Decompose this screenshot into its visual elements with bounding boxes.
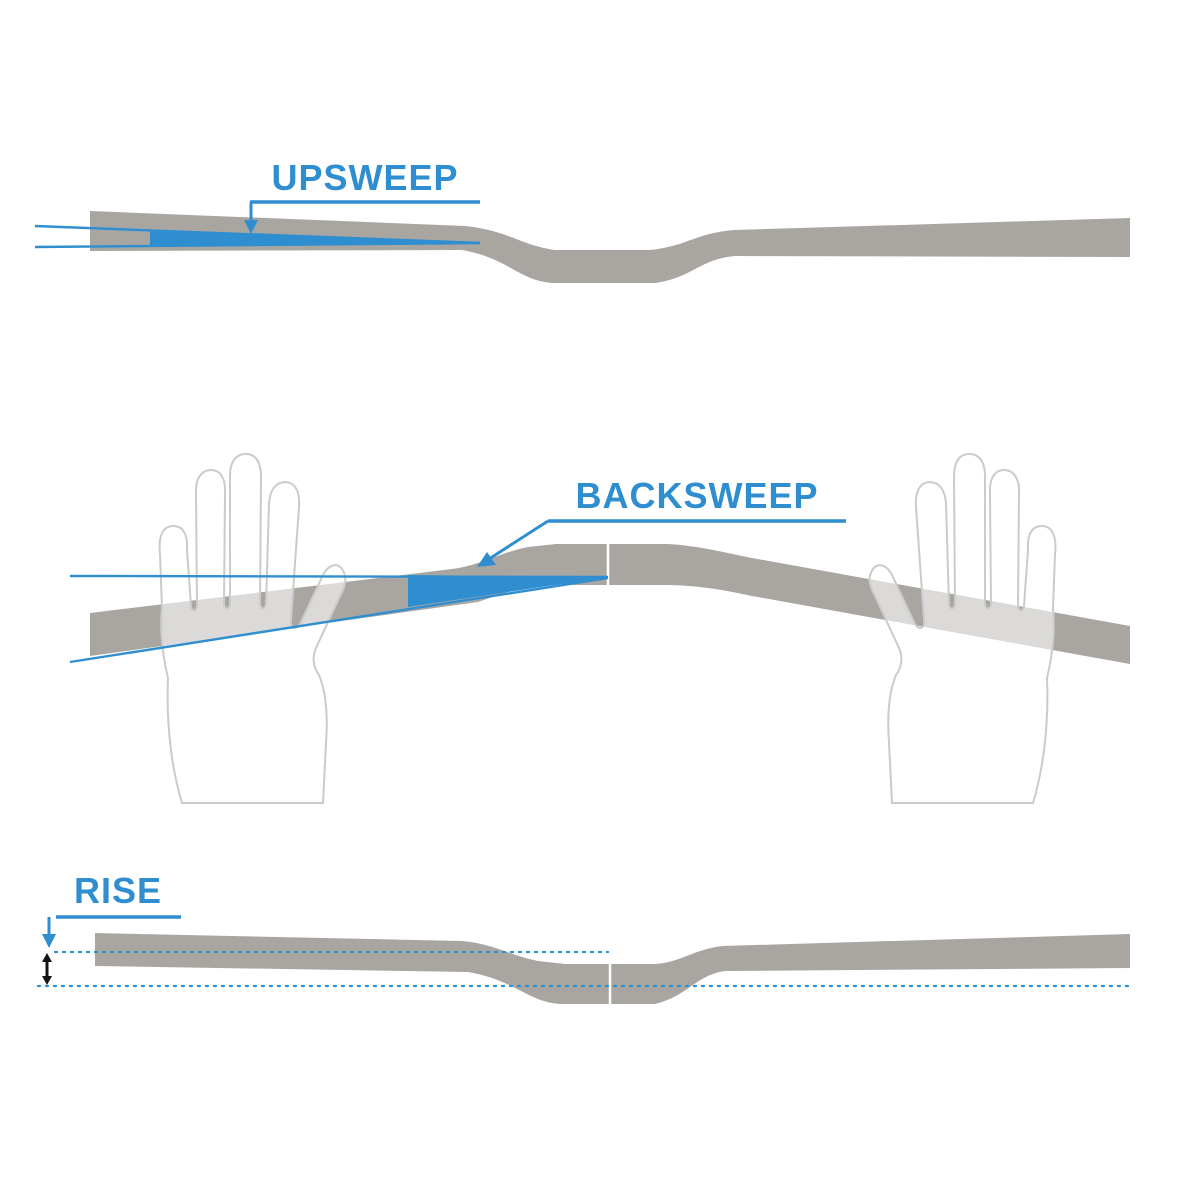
rise-label: RISE — [74, 870, 162, 911]
backsweep-pointer-icon — [477, 552, 496, 567]
left-hand-outline — [158, 453, 347, 804]
backsweep-angle-wedge — [408, 575, 608, 607]
handlebar-rear-view — [95, 933, 1130, 1004]
upsweep-diagram: UPSWEEP — [34, 157, 1130, 283]
rise-extent-arrow-icon — [42, 953, 52, 985]
backsweep-label: BACKSWEEP — [575, 475, 818, 516]
backsweep-diagram: BACKSWEEP — [69, 453, 1130, 804]
backsweep-angle-line — [69, 576, 609, 664]
handlebar-front-view — [90, 211, 1130, 283]
upsweep-label: UPSWEEP — [271, 157, 458, 198]
right-hand-outline — [868, 453, 1057, 804]
upsweep-angle-wedge — [150, 230, 480, 246]
upsweep-pointer-icon — [244, 220, 258, 234]
backsweep-pointer-line — [488, 519, 549, 561]
rise-diagram: RISE — [36, 870, 1134, 1006]
rise-pointer-icon — [42, 934, 56, 948]
